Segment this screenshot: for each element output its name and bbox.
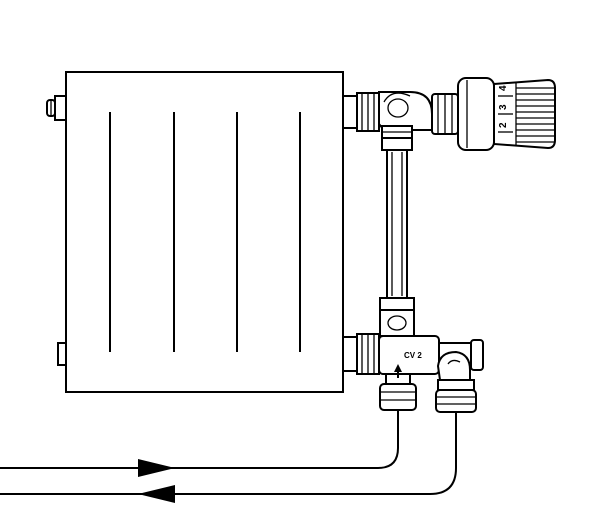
valve-label: CV 2 <box>404 351 422 360</box>
thermostat-mark-2: 2 <box>498 122 509 128</box>
bottom-connection <box>342 333 380 375</box>
thermostat-knob <box>493 78 556 150</box>
return-line <box>0 412 457 495</box>
pipe-lines <box>0 410 457 503</box>
thermostat-base <box>457 77 495 151</box>
riser-pipe <box>379 137 415 311</box>
return-arrow <box>138 485 175 503</box>
air-vent-plug <box>46 95 67 121</box>
supply-arrow <box>138 459 175 477</box>
supply-line <box>0 410 399 469</box>
valve-block: CV 2 <box>378 309 484 413</box>
valve-flow-arrow <box>394 364 402 378</box>
top-connection <box>342 91 459 139</box>
radiator <box>46 71 344 393</box>
thermostat-grip <box>516 87 554 143</box>
radiator-panel <box>65 71 344 393</box>
thermostat-mark-4: 4 <box>498 85 509 91</box>
drain-plug <box>57 342 67 366</box>
thermostat-mark-3: 3 <box>498 104 509 110</box>
thermostat-head: 4 3 2 <box>457 77 556 151</box>
